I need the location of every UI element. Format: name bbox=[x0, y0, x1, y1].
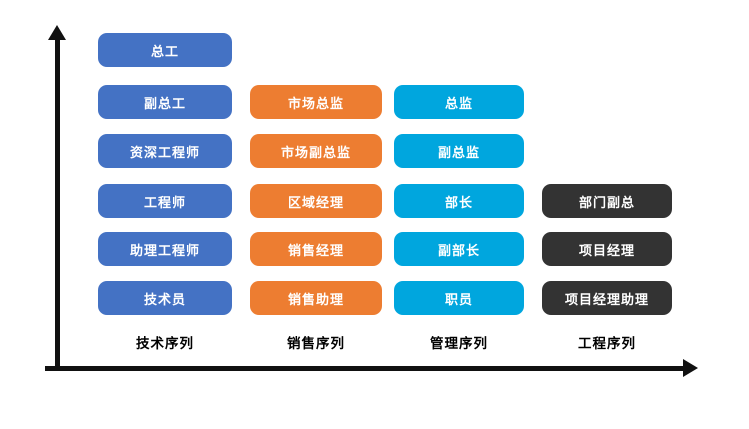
eng-level-box-2: 项目经理 bbox=[542, 232, 672, 266]
eng-level-box-1: 部门副总 bbox=[542, 184, 672, 218]
tech-level-box-4: 工程师 bbox=[98, 184, 232, 218]
series-label-eng: 工程序列 bbox=[578, 336, 636, 351]
sales-level-box-4: 销售经理 bbox=[250, 232, 382, 266]
tech-level-box-6: 技术员 bbox=[98, 281, 232, 315]
mgmt-level-box-5: 职员 bbox=[394, 281, 524, 315]
tech-level-box-5: 助理工程师 bbox=[98, 232, 232, 266]
sales-level-box-3: 区域经理 bbox=[250, 184, 382, 218]
sales-level-box-5: 销售助理 bbox=[250, 281, 382, 315]
sales-level-box-1: 市场总监 bbox=[250, 85, 382, 119]
tech-level-box-2: 副总工 bbox=[98, 85, 232, 119]
x-axis-line bbox=[45, 366, 684, 371]
mgmt-level-box-2: 副总监 bbox=[394, 134, 524, 168]
series-label-mgmt: 管理序列 bbox=[430, 336, 488, 351]
mgmt-level-box-4: 副部长 bbox=[394, 232, 524, 266]
series-label-sales: 销售序列 bbox=[287, 336, 345, 351]
tech-level-box-1: 总工 bbox=[98, 33, 232, 67]
x-axis-arrowhead-icon bbox=[683, 359, 698, 377]
y-axis-arrowhead-icon bbox=[48, 25, 66, 40]
mgmt-level-box-3: 部长 bbox=[394, 184, 524, 218]
sales-level-box-2: 市场副总监 bbox=[250, 134, 382, 168]
tech-level-box-3: 资深工程师 bbox=[98, 134, 232, 168]
mgmt-level-box-1: 总监 bbox=[394, 85, 524, 119]
y-axis-line bbox=[55, 38, 60, 371]
series-label-tech: 技术序列 bbox=[136, 336, 194, 351]
eng-level-box-3: 项目经理助理 bbox=[542, 281, 672, 315]
